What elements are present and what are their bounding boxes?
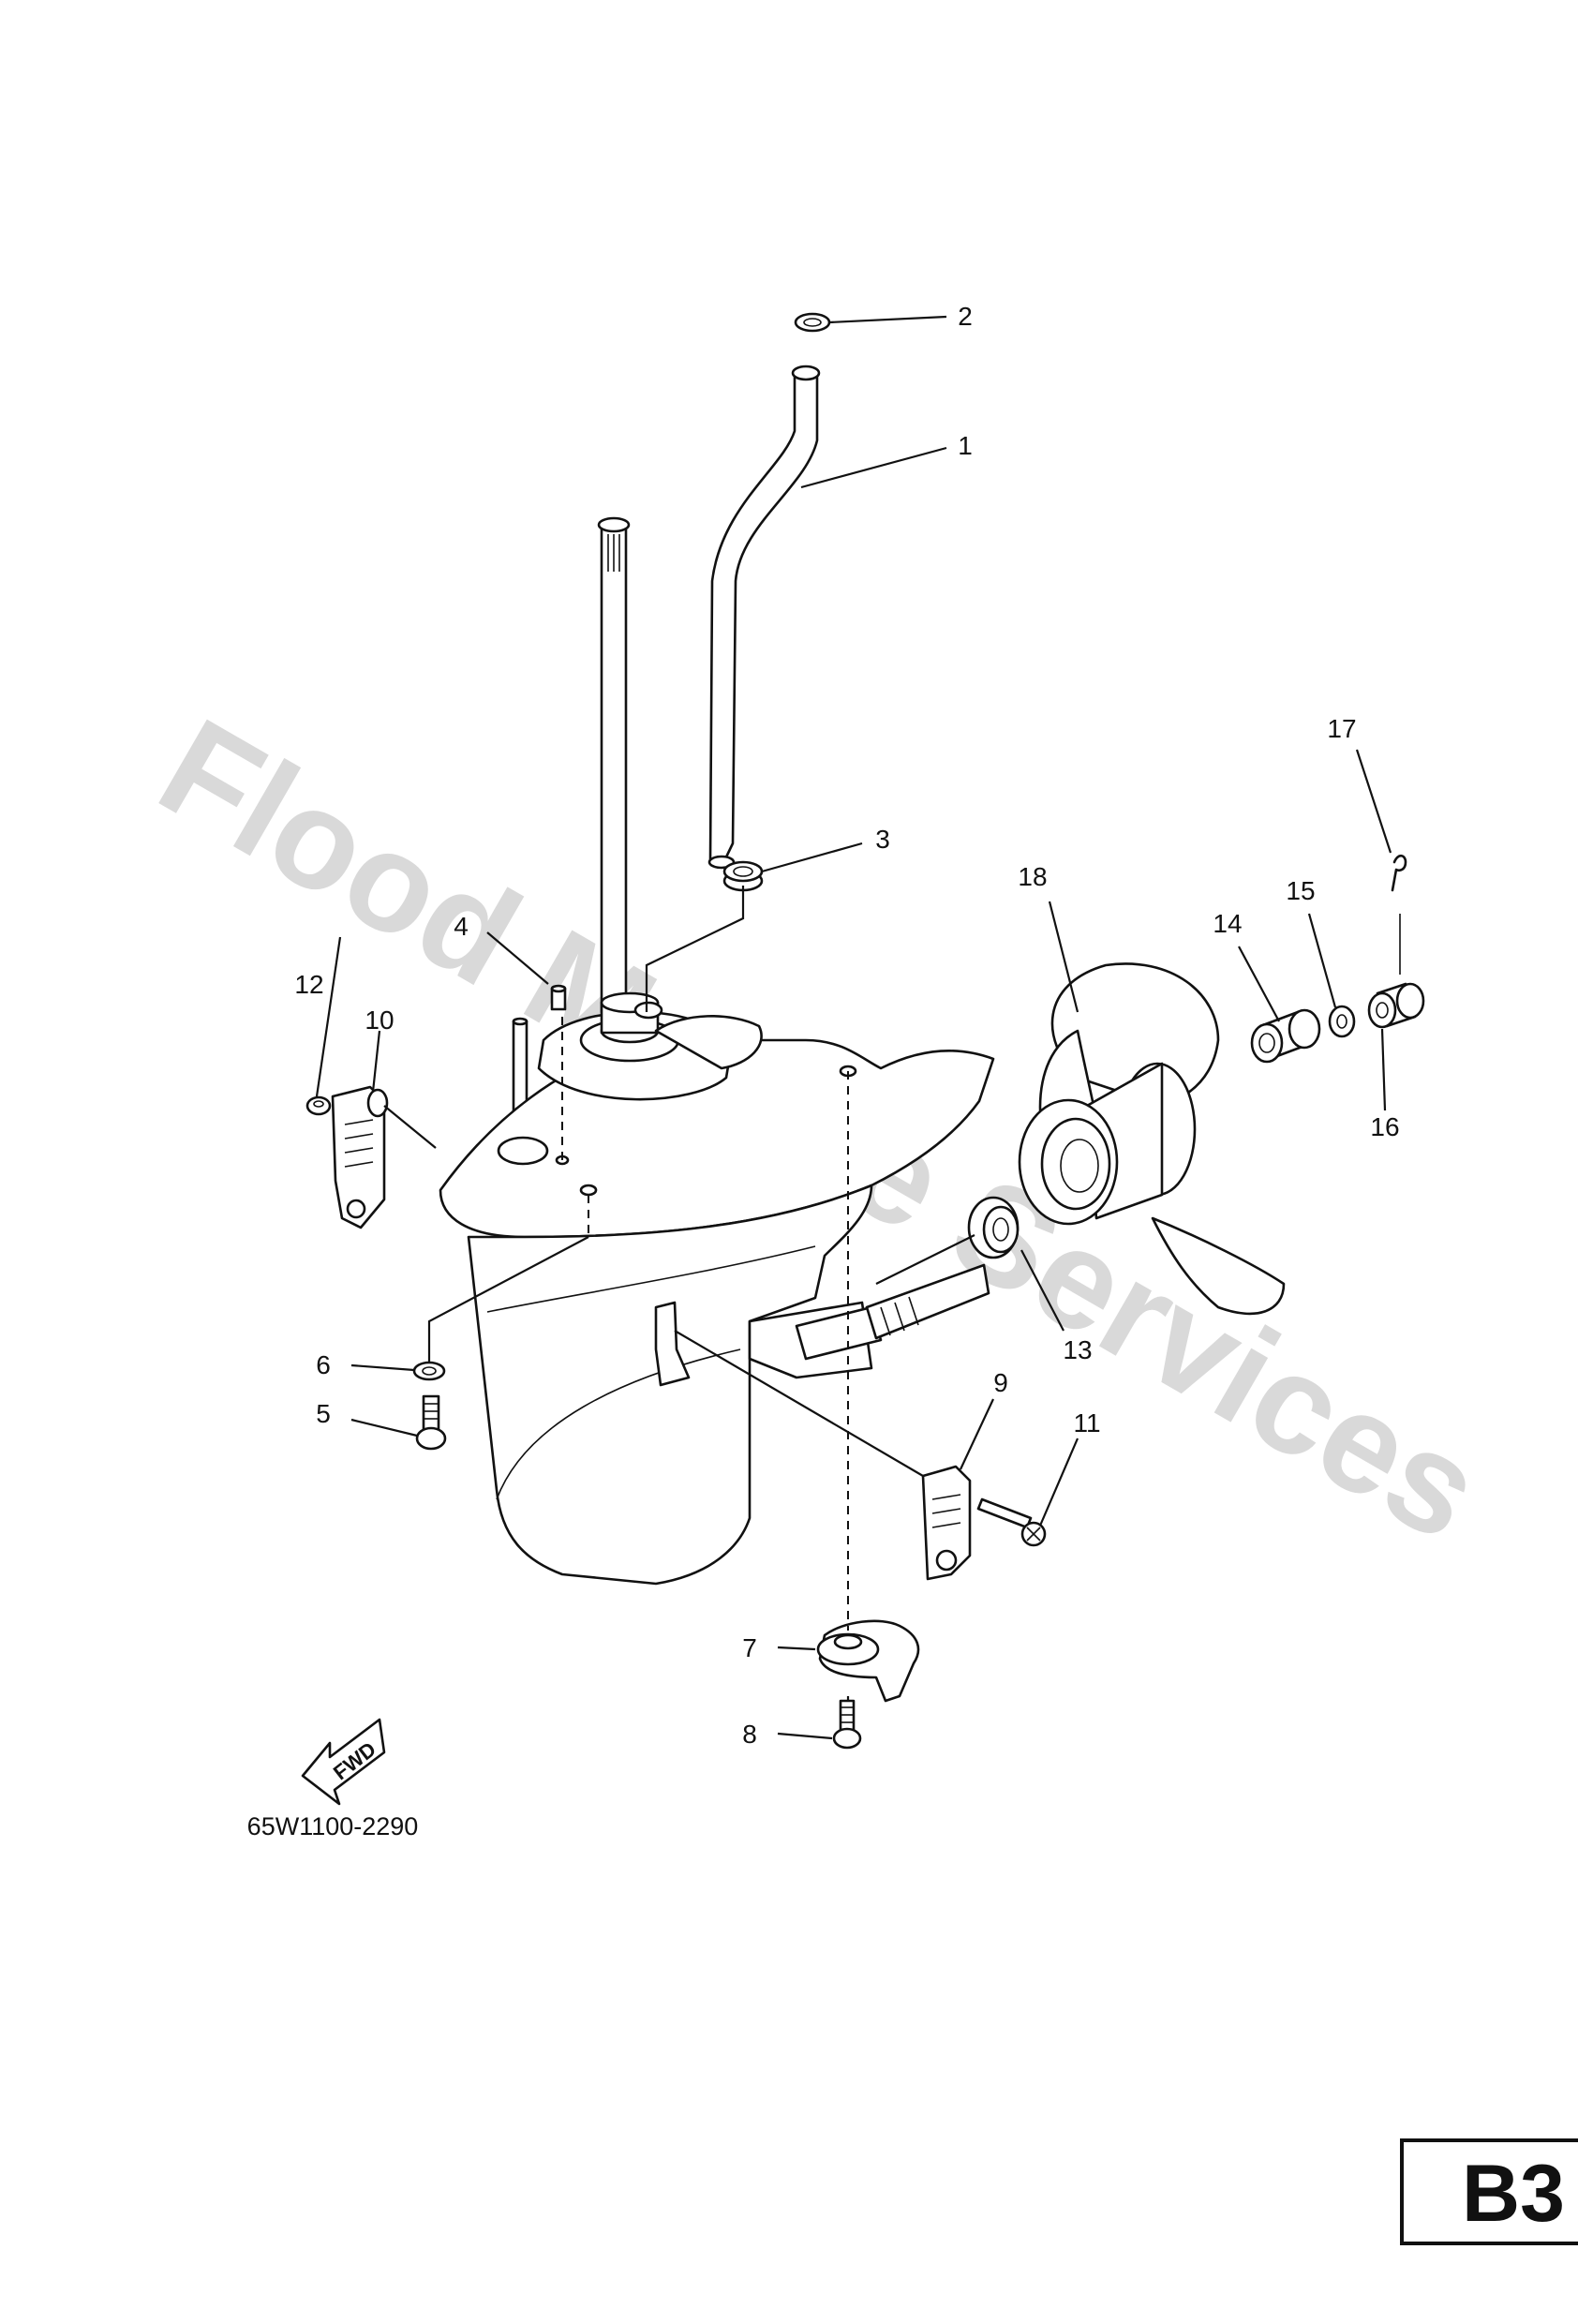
callout-18: 18: [1018, 862, 1047, 891]
propeller-nut: [1367, 982, 1425, 1029]
callout-4: 4: [454, 912, 469, 941]
callout-14: 14: [1213, 909, 1242, 938]
grommet: [722, 860, 764, 892]
callout-1: 1: [958, 431, 973, 460]
callout-15: 15: [1286, 876, 1315, 905]
callout-3: 3: [875, 825, 890, 854]
washer-prop: [1328, 1005, 1356, 1038]
leader-lines: [315, 315, 1392, 1740]
forward-direction-arrow: FWD: [301, 1718, 386, 1806]
callout-5: 5: [316, 1399, 331, 1428]
trim-tab: [816, 1619, 920, 1703]
washer-small: [412, 1361, 446, 1381]
callout-2: 2: [958, 302, 973, 331]
callout-8: 8: [742, 1720, 757, 1749]
page-code: B3: [1462, 2149, 1565, 2239]
screw: [976, 1497, 1047, 1547]
dowel-pin: [550, 984, 567, 1011]
propeller: [1018, 962, 1286, 1316]
bolt-bottom: [832, 1699, 862, 1750]
callout-labels: 2 1 3 4 12 10 6 5 9 11 13 18 14 15 16 17…: [294, 302, 1399, 1749]
callout-11: 11: [1073, 1408, 1100, 1438]
callout-13: 13: [1063, 1335, 1092, 1364]
water-tube: [707, 365, 821, 870]
propeller-shaft: [795, 1263, 990, 1361]
drive-shaft: [597, 516, 631, 1014]
callout-17: 17: [1327, 714, 1356, 743]
callout-16: 16: [1370, 1112, 1399, 1141]
assembly-lines: [383, 886, 975, 1701]
callout-9: 9: [993, 1368, 1008, 1397]
callout-7: 7: [742, 1633, 757, 1662]
callout-12: 12: [294, 970, 323, 999]
lower-casing: [439, 991, 995, 1586]
bolt-left: [415, 1394, 447, 1451]
spacer: [1250, 1008, 1321, 1064]
diagram-code: 65W1100-2290: [247, 1812, 419, 1840]
cotter-pin: [1391, 854, 1407, 975]
callout-10: 10: [365, 1006, 394, 1035]
page-code-box: B3: [1400, 2138, 1578, 2245]
nut-small: [305, 1095, 332, 1116]
water-inlet-cover-left: [331, 1085, 389, 1229]
callout-6: 6: [316, 1350, 331, 1379]
seal-ring: [794, 312, 831, 333]
thrust-washer: [967, 1196, 1020, 1259]
water-inlet-cover-right: [921, 1465, 972, 1581]
